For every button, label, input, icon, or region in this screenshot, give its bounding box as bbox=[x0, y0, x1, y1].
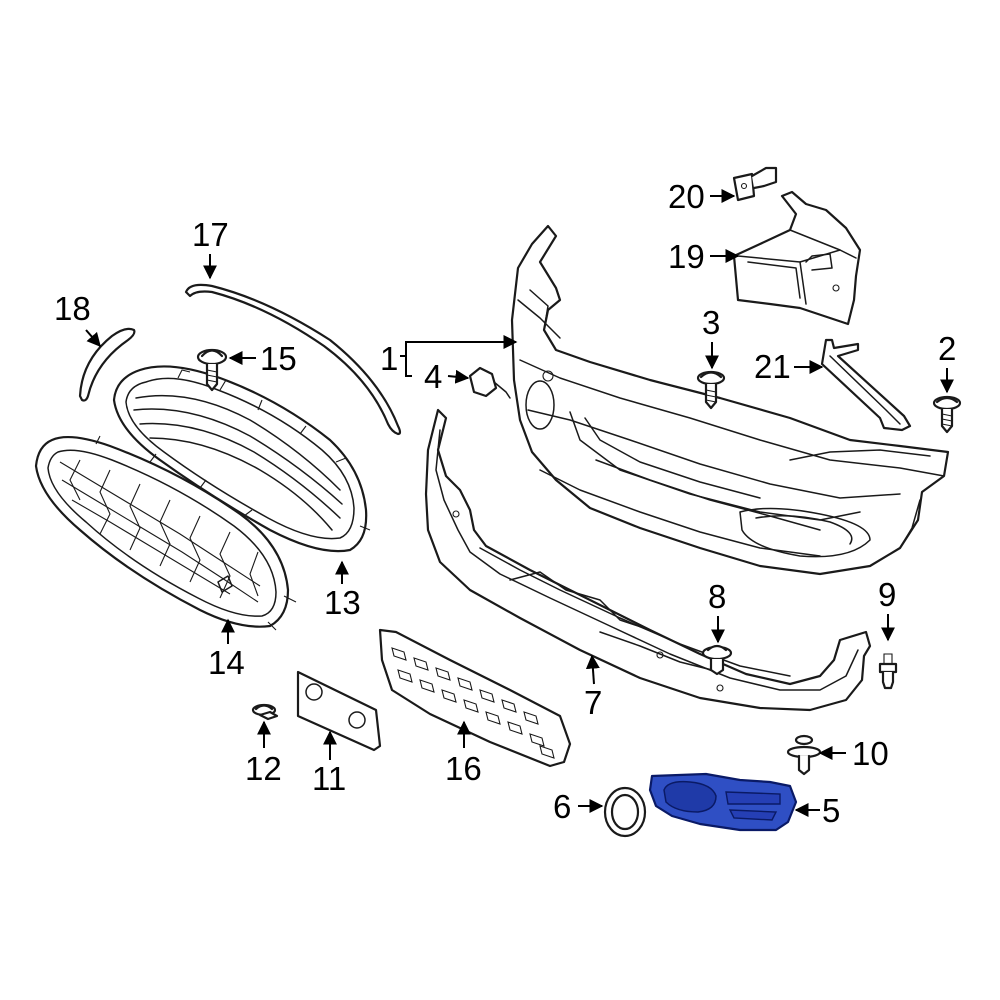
part-4-tow-cover[interactable] bbox=[468, 366, 511, 399]
callout-lines bbox=[85, 189, 954, 817]
callout-7[interactable]: 7 bbox=[584, 684, 602, 721]
callout-8[interactable]: 8 bbox=[708, 578, 726, 615]
callout-3[interactable]: 3 bbox=[702, 304, 720, 341]
part-9-bolt[interactable] bbox=[878, 653, 898, 690]
part-20-bracket[interactable] bbox=[732, 166, 778, 202]
callout-5[interactable]: 5 bbox=[822, 792, 840, 829]
part-5-fog-lamp-bezel[interactable] bbox=[648, 772, 798, 832]
callout-20[interactable]: 20 bbox=[668, 178, 705, 215]
callout-12[interactable]: 12 bbox=[245, 750, 282, 787]
callout-13[interactable]: 13 bbox=[324, 584, 361, 621]
callout-9[interactable]: 9 bbox=[878, 576, 896, 613]
part-11-plate-bracket[interactable] bbox=[296, 670, 382, 752]
part-15-screw[interactable] bbox=[196, 348, 228, 392]
part-18-small-trim[interactable] bbox=[78, 327, 136, 402]
callout-21[interactable]: 21 bbox=[754, 348, 791, 385]
callout-15[interactable]: 15 bbox=[260, 340, 297, 377]
part-19-air-duct[interactable] bbox=[732, 190, 862, 326]
part-17-trim-strip[interactable] bbox=[184, 283, 402, 436]
callout-1[interactable]: 1 bbox=[380, 340, 398, 377]
part-1-bumper-cover[interactable] bbox=[510, 224, 950, 576]
callout-17[interactable]: 17 bbox=[192, 216, 229, 253]
part-21-support-bracket[interactable] bbox=[820, 338, 912, 432]
callout-2[interactable]: 2 bbox=[938, 330, 956, 367]
callout-4[interactable]: 4 bbox=[424, 358, 442, 395]
part-7-lower-bumper[interactable] bbox=[424, 408, 872, 712]
callout-19[interactable]: 19 bbox=[668, 238, 705, 275]
part-10-push-pin[interactable] bbox=[786, 734, 822, 776]
part-12-screw[interactable] bbox=[251, 703, 279, 721]
part-14-mesh-grille[interactable] bbox=[34, 435, 297, 631]
callout-18[interactable]: 18 bbox=[54, 290, 91, 327]
callout-14[interactable]: 14 bbox=[208, 644, 245, 681]
callout-16[interactable]: 16 bbox=[445, 750, 482, 787]
part-13-upper-grille[interactable] bbox=[112, 365, 371, 553]
part-6-ring[interactable] bbox=[603, 786, 647, 838]
callout-6[interactable]: 6 bbox=[553, 788, 571, 825]
callout-11[interactable]: 11 bbox=[312, 760, 346, 797]
part-2-screw[interactable] bbox=[932, 395, 962, 434]
part-3-screw[interactable] bbox=[696, 370, 726, 410]
part-8-clip[interactable] bbox=[701, 644, 733, 676]
callout-10[interactable]: 10 bbox=[852, 735, 889, 772]
part-16-lower-grille-insert[interactable] bbox=[378, 628, 572, 768]
callout-numbers: 1 2 3 4 5 6 7 8 9 10 11 12 13 14 15 16 1… bbox=[54, 178, 956, 829]
